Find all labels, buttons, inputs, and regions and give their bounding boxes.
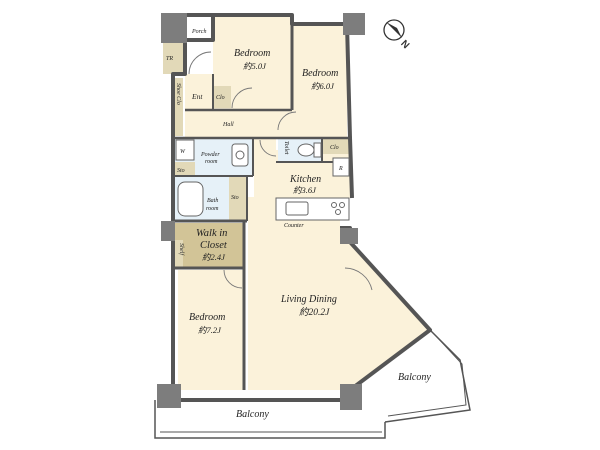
bathtub-icon	[177, 181, 204, 217]
bedroom-5-label: Bedroom	[234, 48, 270, 59]
walk-in-closet-floor	[173, 223, 243, 268]
clo2-floor	[322, 138, 352, 154]
balconies	[154, 329, 471, 439]
balcony-side-label: Balcony	[398, 372, 431, 383]
bedroom-7-label: Bedroom	[189, 312, 225, 323]
sto2-label: Sto	[231, 195, 239, 201]
door-swing-icon	[259, 139, 277, 157]
toilet-icon	[297, 143, 315, 157]
walk-in-closet-area: 約2.4J	[202, 252, 226, 262]
powder-room-label-2: room	[205, 159, 218, 165]
toilet-tank-icon	[313, 142, 322, 158]
living-dining-area: 約20.2J	[299, 307, 330, 318]
shoe-closet-floor	[173, 78, 183, 136]
bedroom-6-label: Bedroom	[302, 68, 338, 79]
hall-label: Hall	[222, 122, 234, 128]
north-wall	[213, 13, 354, 199]
walk-in-closet-label-2: Closet	[200, 240, 228, 251]
balcony-bottom-rail	[154, 400, 386, 439]
washer-icon	[175, 139, 195, 161]
sink-icon	[231, 143, 249, 167]
pillar	[340, 228, 358, 244]
balcony-bottom-label: Balcony	[236, 409, 269, 420]
doors	[188, 51, 373, 291]
pillar	[161, 221, 175, 241]
living-dining-label: Living Dining	[280, 294, 337, 305]
bedroom-7-area: 約7.2J	[198, 325, 222, 335]
walk-in-closet-label-1: Walk in	[196, 228, 227, 239]
stove-burner-icon	[335, 209, 341, 215]
door-swing-icon	[277, 111, 297, 131]
sink-basin-icon	[235, 150, 245, 160]
bath-room-label-1: Bath	[207, 198, 218, 204]
compass-letter: N	[398, 38, 411, 51]
bedroom-6-floor	[278, 24, 347, 138]
shelf-label: Shelf	[178, 243, 185, 256]
r-label: R	[338, 166, 343, 172]
kitchen-area: 約3.6J	[293, 185, 317, 195]
door-swing-icon	[188, 51, 212, 75]
door-swing-icon	[223, 269, 243, 289]
kitchen-label: Kitchen	[289, 174, 321, 185]
door-swing-icon	[344, 267, 373, 291]
clo2-label: Clo	[330, 145, 339, 151]
pillar	[161, 13, 187, 43]
room-labels: Porch TR Ent Shoe Clo Clo Bedroom 約5.0J …	[166, 29, 431, 420]
bedroom-6-area: 約6.0J	[311, 81, 335, 91]
bedroom-7-floor	[178, 270, 244, 390]
toilet-label: Toilet	[283, 141, 289, 155]
pillars	[157, 13, 365, 410]
sto2-floor	[229, 176, 247, 221]
shoe-closet-label: Shoe Clo	[175, 83, 181, 105]
balcony-side-inner	[387, 335, 467, 417]
powder-room-label-1: Powder	[200, 152, 220, 158]
ent-label: Ent	[191, 92, 203, 101]
w-label: W	[180, 149, 186, 155]
clo-ent-floor	[213, 86, 231, 108]
living-dining-floor	[248, 197, 430, 390]
counter-label: Counter	[284, 223, 304, 229]
refrigerator-icon	[332, 157, 350, 177]
sto1-label: Sto	[177, 168, 185, 174]
kitchen-sink-icon	[285, 201, 309, 216]
stove-burner-icon	[331, 202, 337, 208]
porch-label: Porch	[191, 29, 206, 35]
pillar	[340, 384, 362, 410]
bath-room-label-2: room	[206, 206, 219, 212]
tr-label: TR	[166, 56, 173, 62]
hall-lower-floor	[254, 138, 276, 198]
pillar	[157, 384, 181, 408]
door-swing-icon	[231, 87, 253, 109]
kitchen-counter-icon	[275, 197, 350, 221]
pillar	[343, 13, 365, 35]
tr-floor	[163, 42, 183, 74]
compass-icon: N	[383, 19, 411, 51]
entrance-floor	[185, 74, 213, 110]
bedroom-5-area: 約5.0J	[243, 61, 267, 71]
sto1-floor	[173, 162, 195, 176]
clo-ent-label: Clo	[216, 95, 225, 101]
fixtures	[175, 139, 350, 221]
shelf-floor	[173, 240, 183, 268]
stove-burner-icon	[339, 202, 345, 208]
hall-floor	[185, 110, 278, 138]
